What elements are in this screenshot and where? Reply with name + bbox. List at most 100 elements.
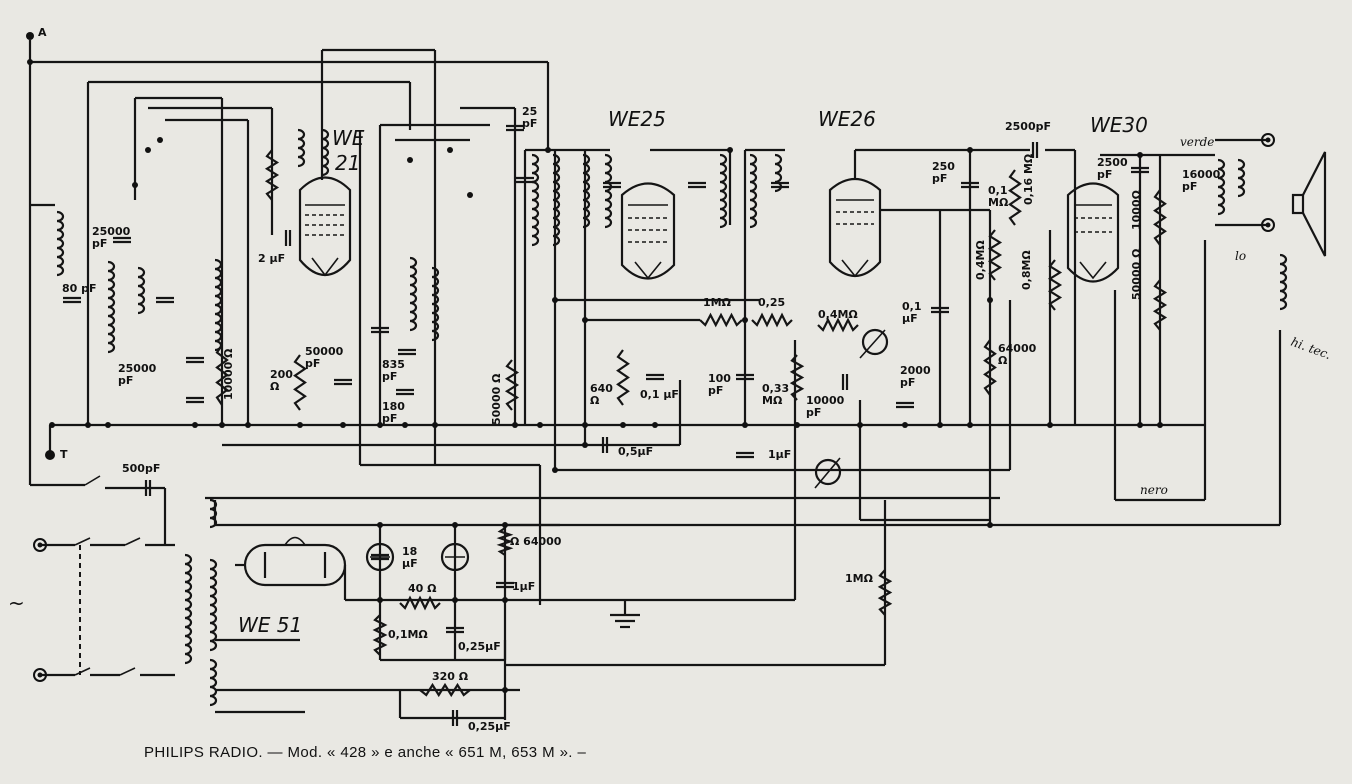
terminal-mains-2-icon — [33, 668, 47, 682]
junction-9 — [432, 422, 438, 428]
junction-45 — [132, 182, 138, 188]
capacitor-3 — [186, 356, 204, 364]
capacitor-19 — [1131, 166, 1149, 174]
terminal-mains-1-icon — [33, 538, 47, 552]
junction-19 — [937, 422, 943, 428]
tube-we26-symbol — [828, 177, 882, 278]
capacitor-20 — [144, 480, 152, 496]
junction-17 — [857, 422, 863, 428]
coil-9 — [552, 153, 561, 247]
resistor-10 — [983, 339, 997, 396]
junction-27 — [987, 297, 993, 303]
junction-31 — [967, 147, 973, 153]
junction-22 — [1137, 422, 1143, 428]
junction-4 — [245, 422, 251, 428]
tube-we21-symbol — [298, 176, 352, 277]
capacitor-8 — [396, 388, 414, 396]
capacitor-15 — [896, 401, 914, 409]
coil-1 — [107, 260, 116, 354]
terminal-earth-icon — [45, 450, 55, 460]
resistor-17 — [372, 614, 388, 656]
tube-labels: WE 21 WE25 WE26 WE30 WE 51 — [238, 107, 1148, 637]
label-r-08M: 0,8MΩ — [1020, 250, 1033, 290]
resistor-group — [215, 149, 1168, 698]
junction-21 — [1047, 422, 1053, 428]
label-r-10000: 10000 Ω — [222, 348, 235, 400]
junction-46 — [157, 137, 163, 143]
label-lo: lo — [1235, 249, 1246, 263]
resistor-16 — [399, 595, 441, 611]
resistor-15 — [877, 569, 893, 616]
junction-12 — [582, 422, 588, 428]
terminal-label-antenna: A — [38, 26, 47, 39]
label-r-50000b: 50000 Ω — [1130, 248, 1143, 300]
junction-47 — [407, 157, 413, 163]
coil-7 — [431, 266, 440, 342]
capacitor-16 — [931, 306, 949, 314]
coil-20 — [209, 558, 218, 652]
resistor-14 — [1152, 279, 1168, 331]
capacitor-7 — [398, 348, 416, 356]
coil-4 — [297, 128, 306, 168]
resistor-12 — [1047, 259, 1063, 311]
terminal-speaker-2-icon — [1261, 218, 1275, 232]
junction-10 — [512, 422, 518, 428]
capacitor-28 — [771, 181, 789, 189]
junction-24 — [552, 297, 558, 303]
junction-36 — [502, 522, 508, 528]
coil-0 — [56, 210, 65, 277]
junction-3 — [219, 422, 225, 428]
capacitor-9 — [371, 326, 389, 334]
capacitor-6 — [334, 378, 352, 386]
coil-13 — [749, 153, 758, 229]
capacitor-2 — [63, 296, 81, 304]
resistor-5 — [699, 312, 743, 328]
junction-23 — [1157, 422, 1163, 428]
junction-20 — [967, 422, 973, 428]
junction-7 — [377, 422, 383, 428]
resistor-13 — [1153, 189, 1167, 246]
capacitor-22 — [446, 626, 464, 634]
capacitor-5 — [284, 230, 292, 246]
label-c-025uF-b: 0,25μF — [468, 720, 511, 733]
terminal-labels: A T ~ — [8, 26, 68, 615]
capacitor-21 — [371, 553, 389, 561]
junction-33 — [377, 597, 383, 603]
resistor-11 — [1008, 169, 1022, 226]
junction-34 — [452, 597, 458, 603]
speaker-icon — [1291, 151, 1327, 257]
junction-13 — [620, 422, 626, 428]
coil-14 — [774, 153, 783, 193]
capacitor-25 — [516, 176, 534, 184]
capacitor-11 — [601, 437, 609, 453]
label-r-04M-a: 0,4MΩ — [818, 308, 858, 321]
label-hi-tec: hi. tec. — [1289, 335, 1333, 362]
label-r-40: 40 Ω — [408, 582, 437, 595]
coil-16 — [1237, 158, 1246, 198]
label-verde: verde — [1180, 135, 1214, 149]
junction-29 — [545, 147, 551, 153]
label-c-01uF-a: 0,1 μF — [640, 388, 679, 401]
capacitor-10 — [646, 373, 664, 381]
junction-42 — [552, 467, 558, 473]
resistor-18 — [496, 527, 514, 556]
handwritten-labels: verde lo nero hi. tec. — [1140, 135, 1333, 497]
label-c-80pF: 80 pF — [62, 282, 97, 295]
label-c-025uF-a: 0,25μF — [458, 640, 501, 653]
junction-15 — [742, 422, 748, 428]
capacitor-14 — [841, 374, 849, 390]
junction-30 — [727, 147, 733, 153]
tube-label-we: WE — [332, 126, 365, 150]
